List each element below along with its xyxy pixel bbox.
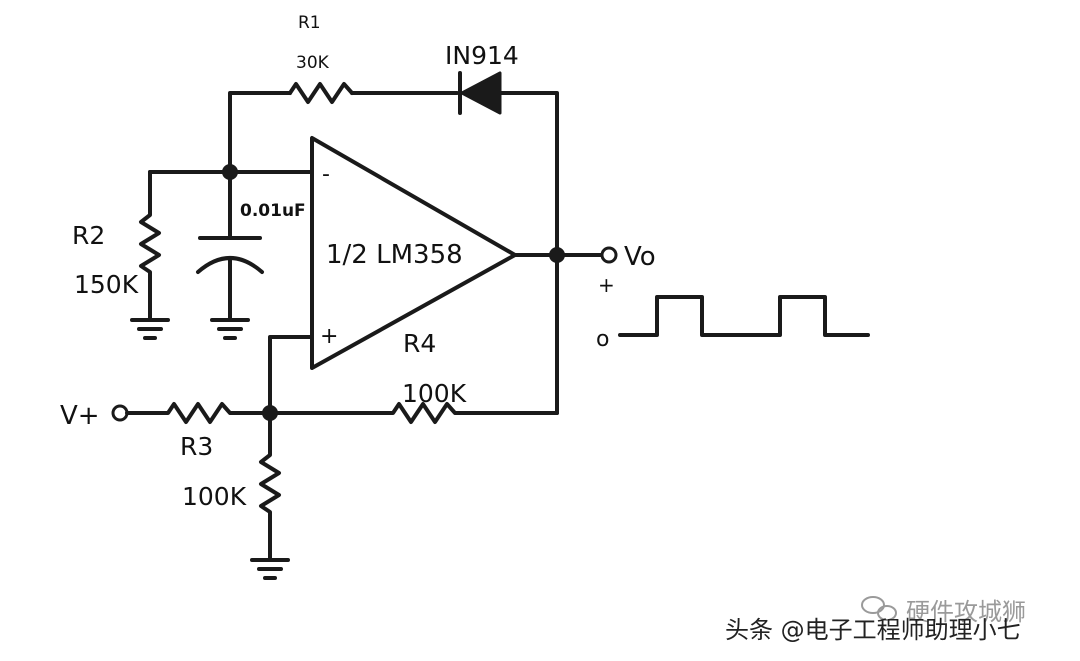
ground-capacitor <box>210 318 250 340</box>
opamp-plus-label: + <box>320 324 338 349</box>
junction-output <box>549 247 565 263</box>
r4-name-label: R4 <box>403 329 436 358</box>
r1-value-label: 30K <box>296 53 330 73</box>
inverting-network <box>130 164 314 340</box>
wire-noninverting-input <box>268 335 314 415</box>
ground-r2 <box>130 318 170 340</box>
r2-value-label: 150K <box>74 270 139 299</box>
diode-label: IN914 <box>445 41 519 70</box>
r1-name-label: R1 <box>298 13 321 33</box>
watermark: 硬件攻城狮 头条 @电子工程师助理小七 <box>725 596 1026 644</box>
r3-name-label: R3 <box>180 432 213 461</box>
output-label: Vo <box>624 242 656 272</box>
waveform-high-label: + <box>598 273 615 297</box>
r2-name-label: R2 <box>72 221 105 250</box>
wire-feedback-left <box>228 91 292 174</box>
input-terminal <box>111 404 129 422</box>
feedback-path <box>228 71 559 415</box>
input-label: V+ <box>60 401 100 431</box>
r3-value-label: 100K <box>182 482 247 511</box>
opamp-triangle <box>310 136 517 370</box>
resistor-ground <box>259 411 281 560</box>
r4-value-label: 100K <box>402 379 467 408</box>
diode-body <box>460 71 502 115</box>
opamp-label: 1/2 LM358 <box>326 240 463 270</box>
noninverting-network <box>111 335 559 580</box>
square-wave <box>618 295 870 337</box>
resistor-r4 <box>268 402 559 424</box>
wire-diode-output <box>498 91 559 415</box>
opamp-lm358 <box>310 136 618 370</box>
resistor-r1 <box>288 82 354 104</box>
watermark-main: 头条 @电子工程师助理小七 <box>725 616 1021 644</box>
wechat-icon <box>861 596 897 621</box>
waveform-low-label: o <box>596 327 609 352</box>
opamp-minus-label: - <box>322 162 330 187</box>
ground-bottom <box>250 558 290 580</box>
capacitor-value-label: 0.01uF <box>240 201 306 221</box>
output-terminal <box>600 246 618 264</box>
watermark-secondary: 硬件攻城狮 <box>906 598 1026 626</box>
resistor-r2 <box>139 170 161 320</box>
resistor-r3 <box>125 402 272 424</box>
